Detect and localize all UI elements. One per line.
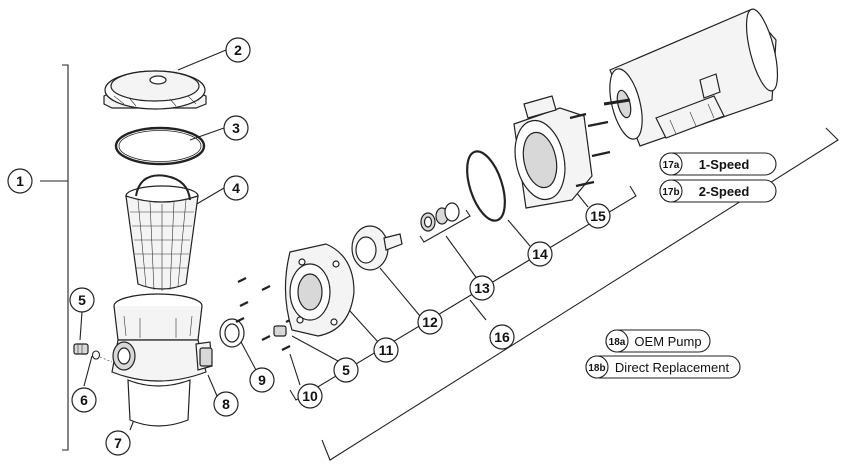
option-17a: 17a 1-Speed [659, 152, 777, 176]
callout-5-drain: 5 [69, 287, 95, 313]
drain-plug [73, 343, 113, 363]
svg-text:16: 16 [494, 329, 510, 345]
strainer-housing [111, 293, 213, 427]
callout-1: 1 [7, 168, 33, 194]
callout-9: 9 [249, 367, 275, 393]
housing-gasket [219, 318, 245, 348]
callout-7: 7 [105, 430, 131, 456]
svg-text:18b: 18b [588, 363, 605, 374]
svg-text:12: 12 [422, 314, 438, 330]
callout-3: 3 [223, 115, 249, 141]
svg-text:4: 4 [232, 180, 240, 196]
svg-text:1: 1 [16, 173, 24, 189]
callout-14: 14 [527, 241, 553, 267]
svg-text:3: 3 [232, 120, 240, 136]
diffuser-o-ring [466, 150, 506, 222]
housing-outlet-fitting [199, 347, 213, 367]
callout-16: 16 [489, 324, 515, 350]
motor [603, 8, 779, 147]
leader-lines [79, 49, 589, 431]
svg-text:8: 8 [222, 396, 230, 412]
svg-text:2-Speed: 2-Speed [699, 184, 750, 199]
svg-text:13: 13 [474, 280, 490, 296]
callout-15: 15 [585, 203, 611, 229]
callout-6: 6 [71, 387, 97, 413]
svg-text:5: 5 [78, 292, 86, 308]
callout-4: 4 [223, 175, 249, 201]
fitting [273, 325, 287, 337]
svg-text:17b: 17b [662, 187, 679, 198]
assembly-brackets [40, 64, 839, 461]
callout-5-fitting: 5 [333, 357, 359, 383]
callout-12: 12 [417, 309, 443, 335]
screws [235, 277, 295, 351]
callout-2: 2 [225, 37, 251, 63]
svg-text:OEM Pump: OEM Pump [634, 334, 701, 349]
shaft-seal [420, 202, 460, 232]
callout-11: 11 [373, 337, 399, 363]
svg-text:18a: 18a [609, 337, 626, 348]
svg-text:14: 14 [532, 246, 548, 262]
option-18a: 18a OEM Pump [605, 329, 711, 353]
svg-text:17a: 17a [663, 160, 680, 171]
callout-8: 8 [213, 391, 239, 417]
svg-text:7: 7 [114, 435, 122, 451]
svg-text:2: 2 [234, 42, 242, 58]
callout-10: 10 [297, 383, 323, 409]
svg-text:Direct Replacement: Direct Replacement [615, 360, 730, 375]
option-17b: 17b 2-Speed [659, 179, 777, 203]
impeller [351, 225, 403, 271]
option-18b: 18b Direct Replacement [585, 355, 741, 379]
svg-text:9: 9 [258, 372, 266, 388]
strainer-basket [125, 174, 199, 291]
svg-text:10: 10 [302, 388, 318, 404]
svg-text:6: 6 [80, 392, 88, 408]
strainer-lid [103, 70, 207, 110]
lid-o-ring [114, 126, 206, 166]
svg-text:1-Speed: 1-Speed [699, 157, 750, 172]
callout-13: 13 [469, 275, 495, 301]
svg-text:5: 5 [342, 362, 350, 378]
svg-text:15: 15 [590, 208, 606, 224]
callouts: 1 2 3 4 5 5 6 7 [7, 37, 611, 456]
svg-text:11: 11 [379, 342, 394, 358]
pump-body [513, 95, 611, 209]
seal-plate [284, 243, 355, 337]
